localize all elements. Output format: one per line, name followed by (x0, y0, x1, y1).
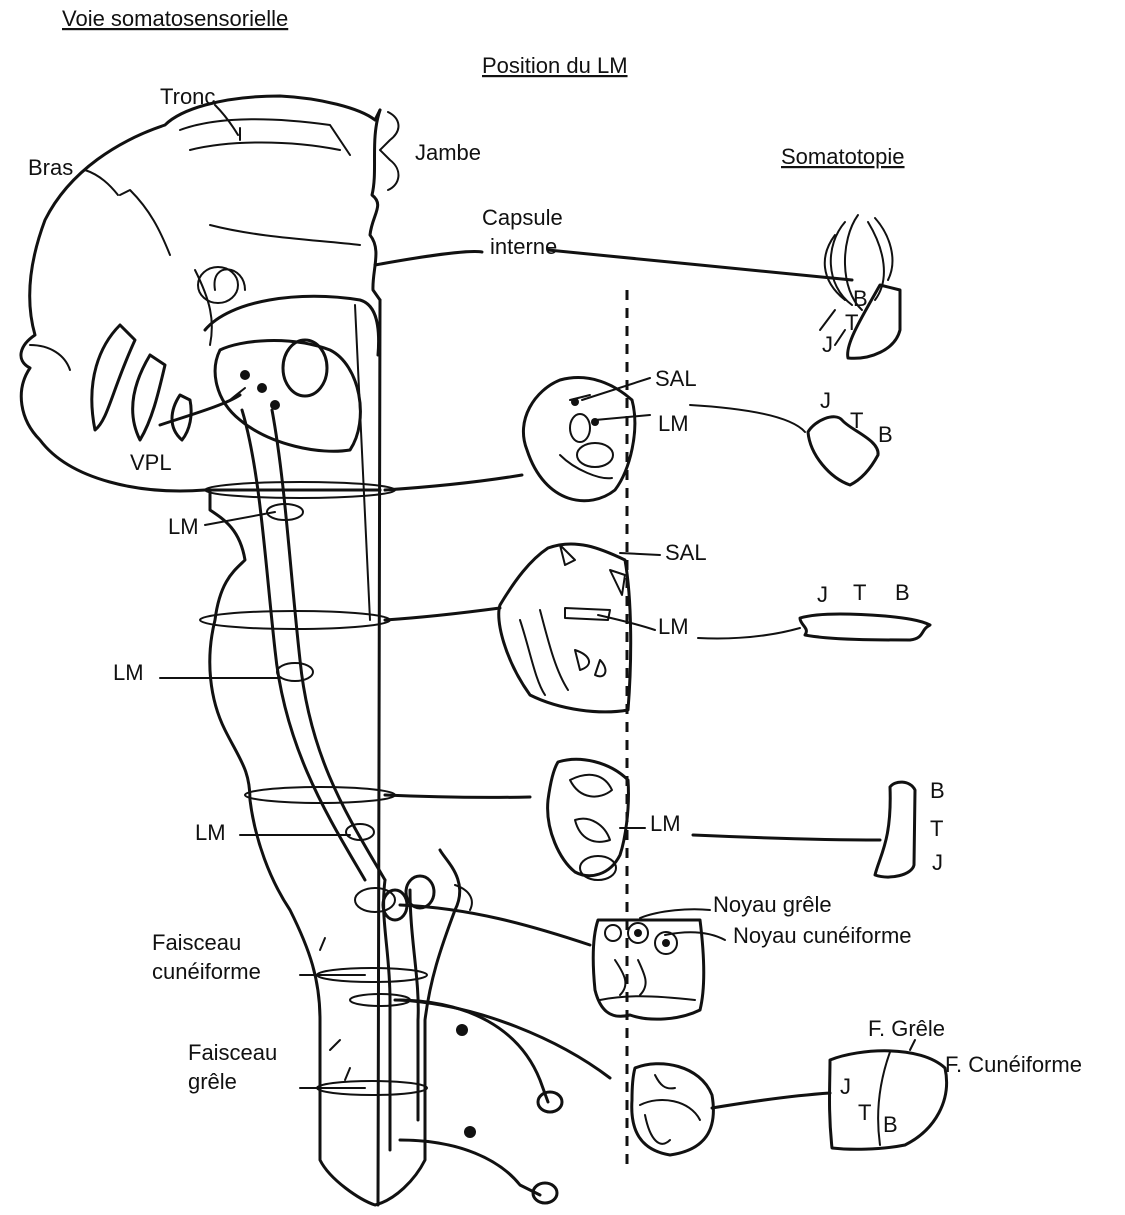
label-capsule-line2: interne (490, 234, 557, 259)
medulla-letter-t: T (930, 816, 943, 841)
somatotopy-medulla (693, 782, 915, 877)
label-noyau-grele: Noyau grêle (713, 892, 832, 917)
spinal-letter-t: T (858, 1100, 871, 1125)
label-lm-right-1: LM (658, 411, 689, 436)
spinal-letter-b: B (883, 1112, 898, 1137)
section-spinal-cord (632, 1064, 830, 1155)
pons-letter-t: T (853, 580, 866, 605)
page-title: Voie somatosensorielle (62, 6, 288, 31)
section-medulla-lower (593, 909, 725, 1019)
spinal-letter-j: J (840, 1074, 851, 1099)
label-f-cuneiforme: F. Cunéiforme (945, 1052, 1082, 1077)
section-medulla-upper (548, 759, 645, 880)
pons-letter-j: J (817, 582, 828, 607)
ascending-tracts (160, 388, 434, 1150)
capsule-letter-b: B (853, 286, 868, 311)
label-lm-right-3: LM (650, 811, 681, 836)
label-f-grele: F. Grêle (868, 1016, 945, 1041)
label-lm-left-2: LM (113, 660, 144, 685)
somatotopy-pons (698, 614, 930, 640)
thalamus-letter-b: B (878, 422, 893, 447)
peripheral-fibers (320, 885, 562, 1203)
somatotopie-heading: Somatotopie (781, 144, 905, 169)
leader-lines (85, 105, 398, 1088)
label-faisceau-grele-line2: grêle (188, 1069, 237, 1094)
label-sal-2: SAL (665, 540, 707, 565)
label-jambe: Jambe (415, 140, 481, 165)
label-bras: Bras (28, 155, 73, 180)
label-lm-left-1: LM (168, 514, 199, 539)
pons-letter-b: B (895, 580, 910, 605)
label-sal-1: SAL (655, 366, 697, 391)
medulla-letter-b: B (930, 778, 945, 803)
level-connectors (375, 250, 852, 1078)
label-noyau-cuneiforme: Noyau cunéiforme (733, 923, 912, 948)
section-pons (499, 544, 660, 712)
capsule-letter-t: T (845, 310, 858, 335)
position-lm-heading: Position du LM (482, 53, 628, 78)
label-faisceau-cun-line2: cunéiforme (152, 959, 261, 984)
section-thalamus (523, 378, 650, 501)
label-lm-left-3: LM (195, 820, 226, 845)
capsule-letter-j: J (822, 332, 833, 357)
label-faisceau-grele-line1: Faisceau (188, 1040, 277, 1065)
cortex-outline (21, 96, 380, 491)
thalamus-letter-j: J (820, 388, 831, 413)
thalamus (92, 325, 361, 451)
label-vpl: VPL (130, 450, 172, 475)
medulla-letter-j: J (932, 850, 943, 875)
thalamus-letter-t: T (850, 408, 863, 433)
label-capsule-line1: Capsule (482, 205, 563, 230)
label-lm-right-2: LM (658, 614, 689, 639)
label-faisceau-cun-line1: Faisceau (152, 930, 241, 955)
label-tronc: Tronc (160, 84, 215, 109)
